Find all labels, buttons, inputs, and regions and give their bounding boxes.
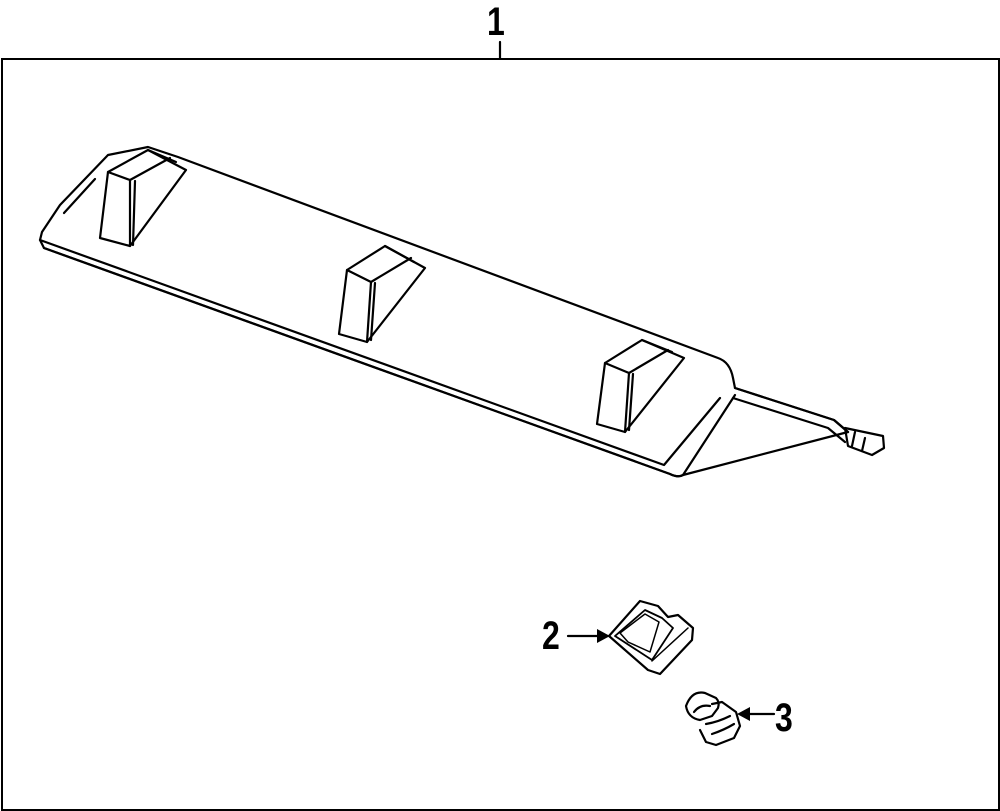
lamp-housing xyxy=(38,145,850,478)
callout-3-label: 3 xyxy=(775,696,793,740)
assembly-frame xyxy=(1,58,1000,811)
callout-3-arrowhead xyxy=(737,707,750,721)
lens-block-center xyxy=(337,244,427,344)
callout-1-label: 1 xyxy=(487,0,505,44)
lamp-cable xyxy=(731,386,886,457)
callout-2-arrowhead xyxy=(597,629,610,643)
lens-block-left xyxy=(98,148,188,248)
bulb-socket-part xyxy=(684,691,742,747)
bracket-part xyxy=(607,599,695,676)
callout-2-label: 2 xyxy=(542,614,560,658)
lens-block-right xyxy=(595,338,686,434)
